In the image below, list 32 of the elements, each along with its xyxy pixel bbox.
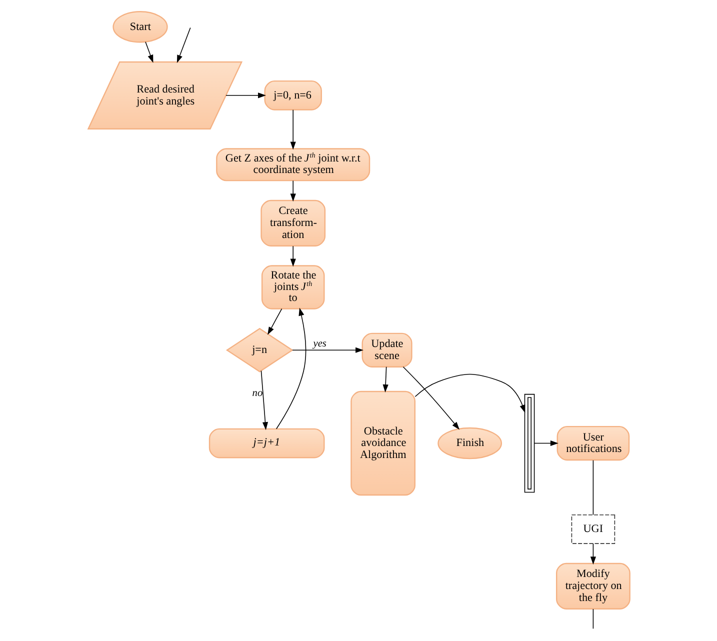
arrow <box>290 246 296 267</box>
arrow <box>290 180 296 202</box>
arrow <box>414 374 525 413</box>
connector <box>592 608 594 630</box>
node-box: Create transform- ation <box>260 200 326 246</box>
arrow <box>382 366 388 393</box>
arrow <box>402 366 460 430</box>
arrow <box>275 308 306 430</box>
connector <box>592 460 594 516</box>
node-box: User notifications <box>556 426 630 461</box>
arrow <box>292 347 363 353</box>
arrow <box>260 370 268 430</box>
node-box: Rotate the joints J$^{th}$ to <box>260 265 324 310</box>
arrow <box>290 110 296 150</box>
node-box: Obstacle avoidance Algorithm <box>350 390 415 496</box>
node-box: Update scene <box>361 332 412 368</box>
node-bar <box>524 394 534 493</box>
node-box: j=j+1 <box>208 428 324 458</box>
arrow <box>144 41 153 63</box>
arrow <box>225 92 266 98</box>
node-box: Modify trajectory on the fly <box>555 562 630 610</box>
arrow <box>590 543 596 565</box>
edge-label: no <box>252 388 262 399</box>
arrow <box>176 27 190 64</box>
node-box: UGI <box>570 514 615 544</box>
node-box: Get Z axes of the J$^{th}$ joint w.r.t coordinate system <box>216 148 370 182</box>
edge-label: yes <box>312 338 326 350</box>
arrow <box>534 440 558 446</box>
node-ellipse: Start <box>112 11 168 43</box>
node-box: j=0, n=6 <box>264 80 322 110</box>
arrow <box>267 308 282 335</box>
node-ellipse: Finish <box>437 427 502 460</box>
